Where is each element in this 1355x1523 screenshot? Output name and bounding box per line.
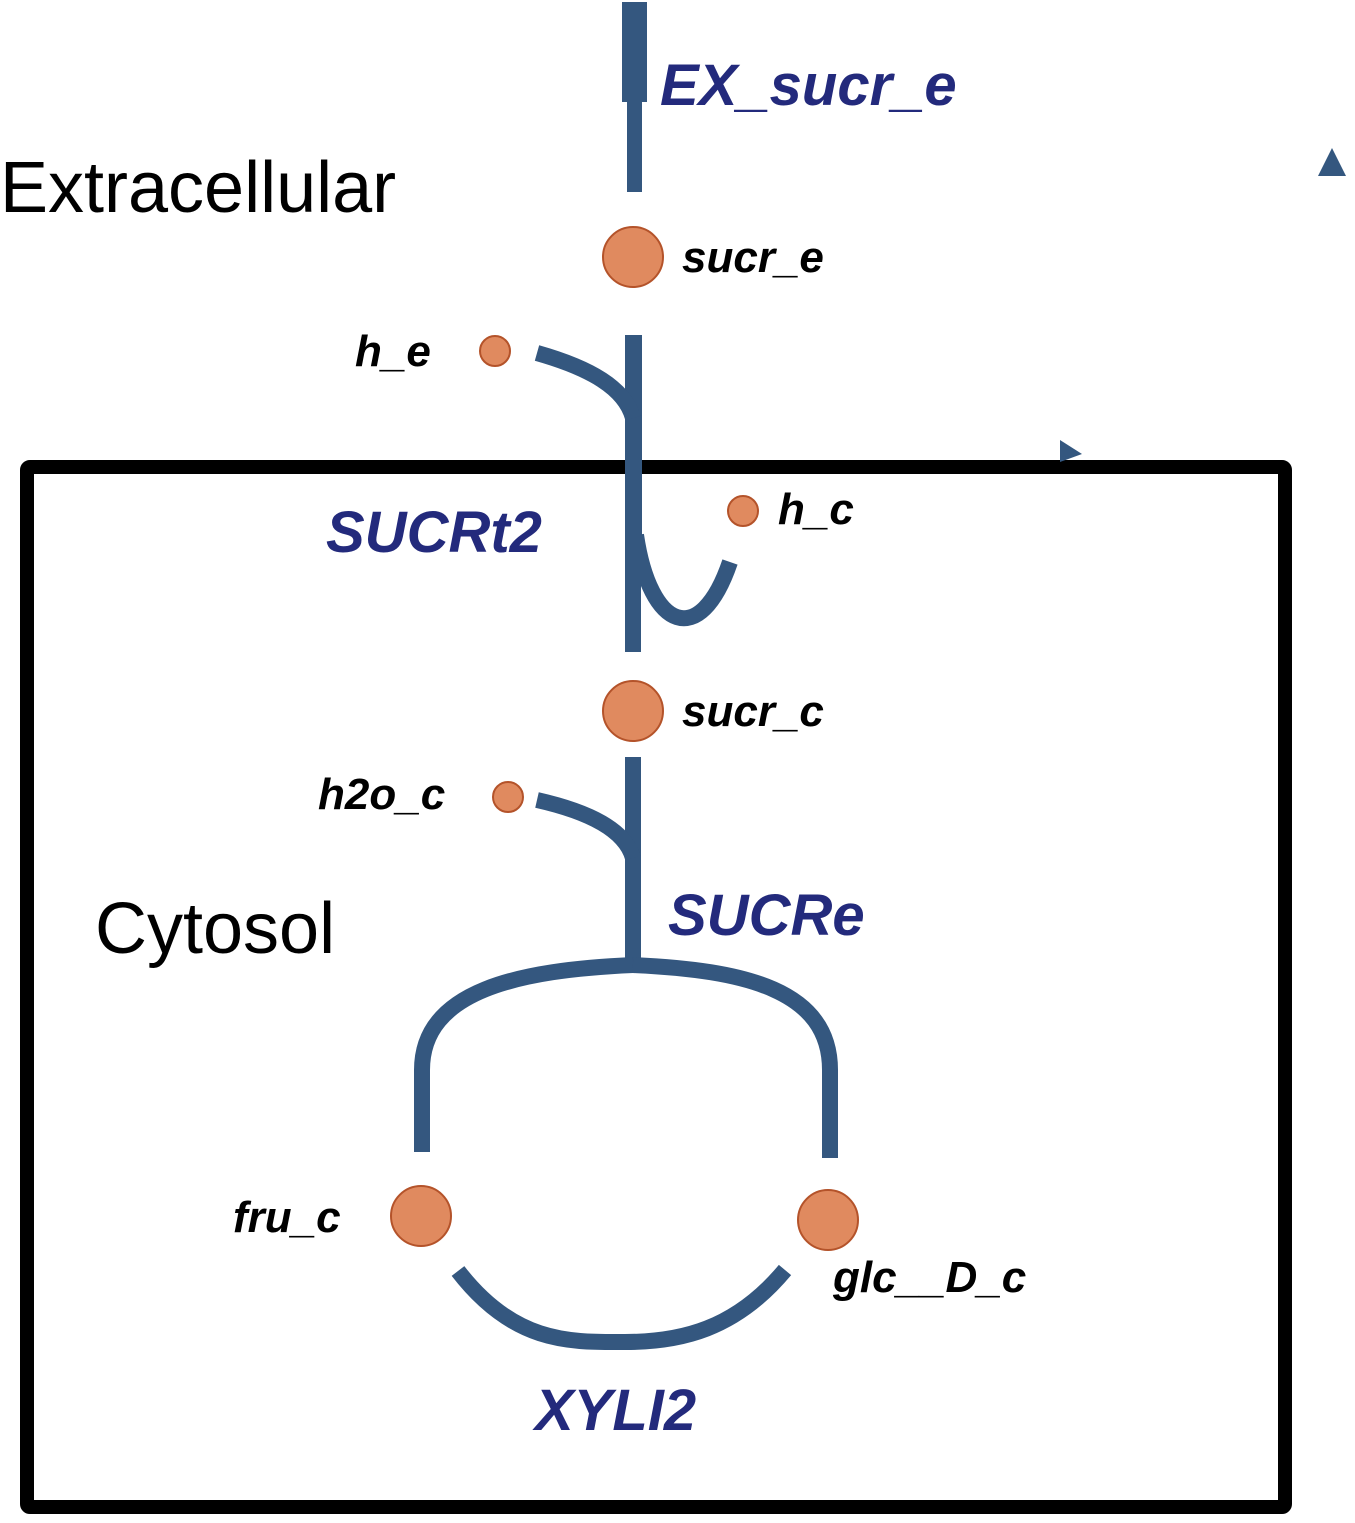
reaction-label-sucrt2: SUCRt2	[326, 500, 542, 565]
sucrt2-main-stem	[625, 335, 642, 535]
metabolite-label-glc-d-c: glc__D_c	[832, 1253, 1026, 1302]
xyli2-arc	[451, 1264, 792, 1351]
cytosol-compartment-border	[20, 460, 1292, 1514]
reaction-ex-sucr-e[interactable]	[622, 2, 647, 192]
metabolite-node-h-e[interactable]	[479, 335, 511, 367]
reaction-xyli2[interactable]	[451, 1264, 792, 1351]
sucre-h2o-branch	[535, 792, 641, 861]
metabolite-label-sucr-c: sucr_c	[682, 687, 824, 736]
sucrt2-h-e-branch	[534, 345, 641, 421]
reaction-label-xyli2: XYLI2	[532, 1378, 696, 1443]
sucrt2-h-c-branch	[628, 533, 738, 627]
metabolite-label-h-c: h_c	[778, 485, 854, 534]
compartment-label-extracellular: Extracellular	[0, 148, 396, 228]
sucrt2-lower-stem	[625, 535, 641, 652]
ex-sucr-e-stem	[627, 100, 642, 192]
triangle-marker-icon	[1318, 148, 1346, 176]
metabolite-node-h2o-c[interactable]	[492, 781, 524, 813]
compartment-label-cytosol: Cytosol	[95, 889, 335, 969]
metabolite-node-h-c[interactable]	[727, 495, 759, 527]
reaction-sucrt2[interactable]	[534, 335, 738, 652]
sucre-fru-branch	[414, 957, 634, 1152]
metabolite-label-h-e: h_e	[355, 327, 431, 376]
arrowhead-marker-icon	[1060, 440, 1082, 462]
metabolite-label-sucr-e: sucr_e	[682, 233, 824, 282]
metabolite-node-sucr-e[interactable]	[602, 226, 664, 288]
reaction-label-sucre: SUCRe	[668, 883, 865, 948]
reaction-sucre[interactable]	[414, 757, 838, 1158]
sucre-glc-branch	[632, 957, 838, 1158]
metabolite-label-h2o-c: h2o_c	[318, 770, 445, 819]
sucre-main-stem	[625, 757, 641, 967]
metabolite-node-sucr-c[interactable]	[602, 680, 664, 742]
ex-sucr-e-thick-segment	[622, 2, 647, 102]
reaction-label-ex-sucr-e: EX_sucr_e	[660, 53, 957, 118]
metabolite-node-glc-d-c[interactable]	[797, 1189, 859, 1251]
metabolite-label-fru-c: fru_c	[233, 1193, 341, 1242]
metabolite-node-fru-c[interactable]	[390, 1185, 452, 1247]
